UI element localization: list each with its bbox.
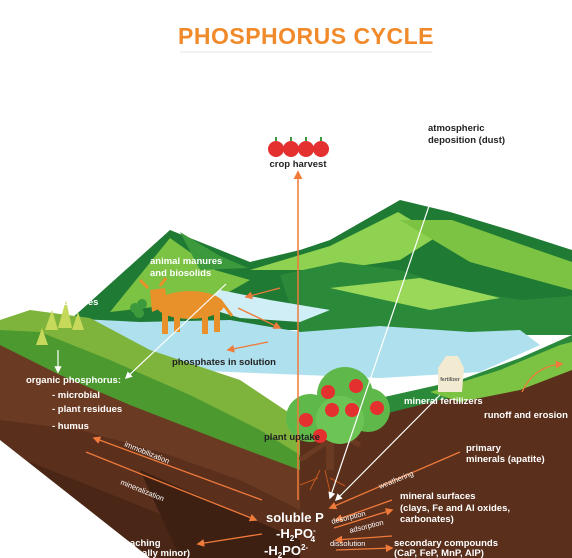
mineral-surfaces-label-2: (clays, Fe and Al oxides, [400, 503, 510, 514]
leaching-arrow [196, 533, 263, 547]
weathering-arrow [328, 451, 461, 510]
roots [299, 469, 346, 493]
atmospheric-label-1: atmospheric [428, 123, 485, 134]
soluble-p-label: soluble P [266, 510, 324, 525]
animal-manures-label-1: animal manures [150, 256, 222, 267]
arrows [54, 149, 564, 553]
deposition-arrow [328, 149, 449, 500]
primary-minerals-label-1: primary [466, 443, 502, 454]
primary-minerals-label-2: minerals (apatite) [466, 454, 545, 465]
phosphates-solution-label: phosphates in solution [172, 357, 276, 368]
animal-manures-label-2: and biosolids [150, 268, 211, 279]
runoff-arrow [521, 360, 564, 393]
plant-residues-label: plant residues [34, 297, 98, 308]
plant-uptake-label: plant uptake [264, 432, 320, 443]
harvest-apples [268, 137, 329, 157]
fertilizer-bag-icon: fertilizer [438, 356, 464, 392]
fertilizer-arrow [334, 394, 441, 502]
plant-residue-trees [36, 300, 84, 345]
atmospheric-label-2: deposition (dust) [428, 135, 505, 146]
organic-phosphorus-label: organic phosphorus: [26, 375, 121, 386]
dissolution-label: dissolution [330, 539, 365, 548]
organic-plant-label: - plant residues [52, 404, 122, 415]
secondary-compounds-label-1: secondary compounds [394, 538, 498, 549]
cow-icon [138, 277, 234, 334]
svg-text:fertilizer: fertilizer [440, 377, 460, 383]
mineralization-arrow [85, 451, 258, 522]
organic-microbial-label: - microbial [52, 390, 100, 401]
formula-hpo4-2minus: -H2PO2- [264, 543, 308, 558]
formula-h2po4-minus: -H2PO-4 [276, 526, 316, 544]
manure-arrow [124, 283, 227, 379]
mineral-surfaces-label-3: carbonates) [400, 514, 454, 525]
organic-humus-label: - humus [52, 421, 89, 432]
diagram-title: PHOSPHORUS CYCLE [178, 23, 434, 49]
leaching-label-2: (usually minor) [122, 548, 190, 558]
leaching-label-1: leaching [122, 538, 161, 549]
runoff-label: runoff and erosion [484, 410, 568, 421]
corner-cut [0, 440, 150, 558]
immobilization-arrow [92, 436, 263, 501]
mountains [70, 200, 572, 335]
mineral-fertilizers-label: mineral fertilizers [404, 396, 483, 407]
mineral-surfaces-label-1: mineral surfaces [400, 491, 476, 502]
clover-icon [130, 299, 147, 318]
crop-harvest-label: crop harvest [269, 159, 327, 170]
secondary-compounds-label-2: (CaP, FeP, MnP, AlP) [394, 548, 484, 558]
